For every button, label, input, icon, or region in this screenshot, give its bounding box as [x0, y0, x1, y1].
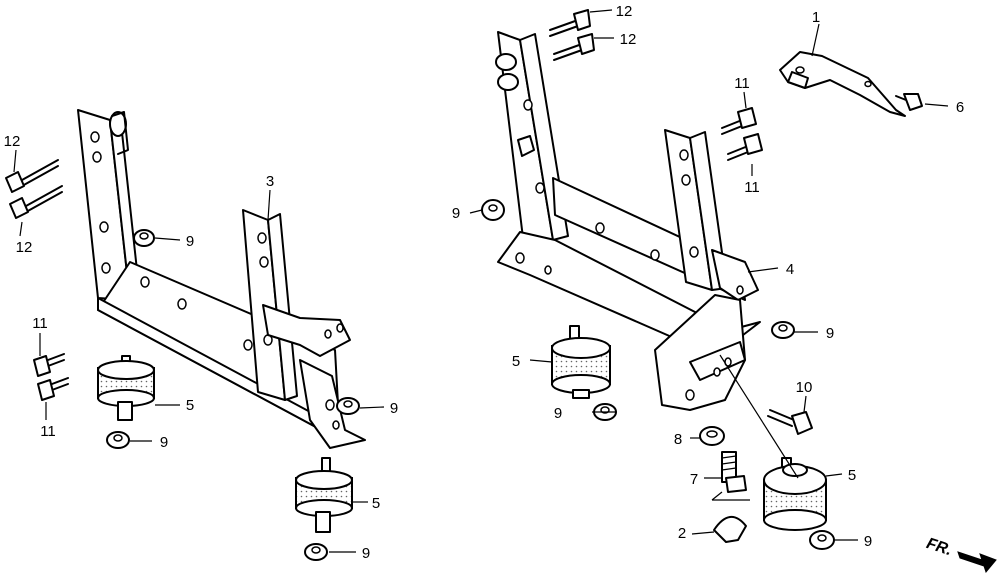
nut-9-a	[133, 229, 155, 247]
bolt-12-right-b	[553, 33, 595, 61]
callout-5-left-upper: 5	[186, 397, 194, 414]
callout-1: 1	[812, 9, 820, 26]
right-frame-assembly	[495, 31, 761, 411]
front-arrow-icon	[957, 551, 997, 574]
callout-11-left-a: 11	[32, 315, 48, 332]
callout-12-right-a: 12	[616, 3, 633, 20]
callout-12-right-b: 12	[620, 31, 637, 48]
callout-labels: 1 2 3 4 5 5 5 5 6 7 8 9 9 9 9 9 9 9 9 10…	[4, 3, 965, 562]
callout-8: 8	[674, 431, 682, 448]
front-direction-indicator: FR.	[924, 535, 997, 574]
callout-12-left-a: 12	[4, 133, 21, 150]
bracket-part-1	[779, 51, 906, 117]
callout-5-right-upper: 5	[512, 353, 520, 370]
nut-9-e	[481, 199, 505, 221]
callout-5-left-lower: 5	[372, 495, 380, 512]
bolt-11-right-b	[727, 133, 763, 161]
callout-9-a: 9	[186, 233, 194, 250]
nut-9-c	[336, 397, 360, 415]
rubber-mount-left-lower	[295, 457, 353, 533]
bolt-12-right-a	[549, 9, 591, 37]
callout-4: 4	[786, 261, 794, 278]
nut-8	[699, 426, 725, 446]
callout-2: 2	[678, 525, 686, 542]
callout-6: 6	[956, 99, 964, 116]
bolt-7	[721, 451, 747, 493]
leader-lines	[13, 9, 949, 553]
callout-9-d: 9	[362, 545, 370, 562]
callout-11-left-b: 11	[40, 423, 56, 440]
rubber-mount-right-upper	[551, 325, 611, 399]
left-frame-assembly	[77, 109, 366, 449]
bolt-12-left-b	[9, 185, 63, 219]
bolt-10	[767, 409, 813, 435]
callout-9-b: 9	[160, 434, 168, 451]
callout-9-e: 9	[452, 205, 460, 222]
bolt-11-left-a	[33, 353, 65, 377]
callout-10: 10	[796, 379, 813, 396]
nut-9-h	[809, 530, 835, 550]
bolt-11-right-a	[721, 107, 757, 135]
callout-3: 3	[266, 173, 274, 190]
cap-2	[712, 499, 750, 543]
bolt-11-left-b	[37, 377, 69, 401]
callout-11-right-b: 11	[744, 179, 760, 196]
front-direction-label: FR.	[924, 535, 954, 559]
bolt-12-left-a	[5, 159, 59, 193]
callout-12-left-b: 12	[16, 239, 33, 256]
rubber-mount-left-upper	[97, 355, 155, 421]
callout-7: 7	[690, 471, 698, 488]
nut-9-d	[304, 543, 328, 561]
nut-9-b	[106, 431, 130, 449]
callout-9-g: 9	[554, 405, 562, 422]
callout-5-right-lower: 5	[848, 467, 856, 484]
callout-11-right-a: 11	[734, 75, 750, 92]
bolt-6	[895, 93, 923, 111]
callout-9-h: 9	[864, 533, 872, 550]
rubber-mount-right-lower	[763, 457, 827, 531]
callout-9-c: 9	[390, 400, 398, 417]
nut-9-f	[771, 321, 795, 339]
callout-9-f: 9	[826, 325, 834, 342]
